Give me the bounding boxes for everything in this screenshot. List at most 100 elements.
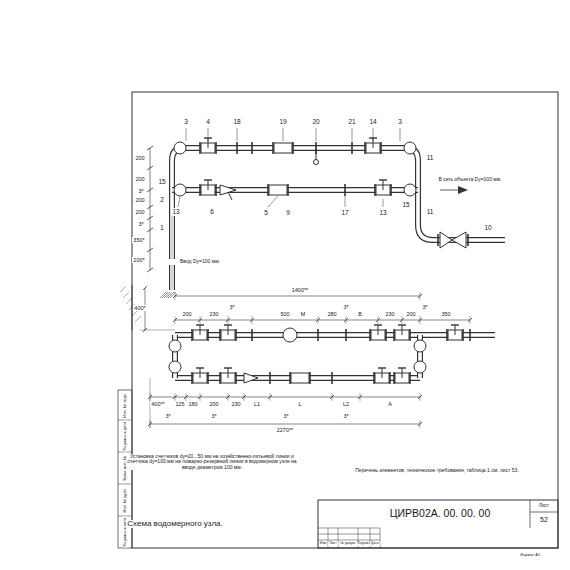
extension-line bbox=[175, 393, 176, 401]
flange bbox=[344, 184, 346, 196]
centre-line bbox=[172, 210, 173, 290]
extension-line bbox=[175, 316, 176, 324]
dimension-line bbox=[150, 424, 420, 425]
stamp-text: Лист bbox=[328, 542, 338, 546]
margin-text: Подпись и дата bbox=[123, 421, 127, 452]
strainer bbox=[228, 192, 232, 200]
check-valve bbox=[440, 232, 452, 248]
callout-number: 20 bbox=[311, 118, 320, 125]
dimension-text: L1 bbox=[253, 401, 261, 407]
flange bbox=[409, 372, 411, 384]
flow-arrow bbox=[440, 190, 458, 191]
callout-number: 15 bbox=[157, 178, 166, 185]
dimension-text: L bbox=[297, 401, 302, 407]
valve-stem bbox=[228, 368, 229, 378]
flange bbox=[272, 142, 274, 154]
leader-line bbox=[352, 128, 353, 141]
tee-fitting bbox=[414, 340, 426, 352]
flange bbox=[235, 329, 237, 341]
dimension-text: 125 bbox=[174, 401, 185, 407]
margin-text: Инв. № дубл. bbox=[123, 487, 127, 514]
flange bbox=[469, 329, 471, 341]
flange bbox=[446, 329, 448, 341]
wall-hatch bbox=[120, 286, 126, 292]
extension-line bbox=[200, 393, 201, 401]
callout-number: 21 bbox=[347, 118, 356, 125]
callout-number: 6 bbox=[209, 208, 215, 215]
flange bbox=[467, 234, 469, 246]
dimension-tick bbox=[147, 248, 153, 252]
valve-stem bbox=[228, 325, 229, 335]
note-text: Перечень элементов, технические требован… bbox=[319, 468, 556, 474]
sheet-frame bbox=[132, 92, 558, 548]
note-text: Установка счетчиков dy=20...50 мм на хоз… bbox=[126, 454, 298, 471]
tee-fitting bbox=[169, 340, 181, 352]
flange bbox=[251, 142, 253, 154]
callout-number: 11 bbox=[426, 208, 435, 215]
valve-handwheel bbox=[196, 324, 204, 325]
dimension-text: 500 bbox=[279, 311, 290, 317]
stamp-text: Формат А1 bbox=[519, 553, 541, 557]
valve-handwheel bbox=[378, 367, 386, 368]
callout-number: 4 bbox=[205, 118, 211, 125]
callout-number: 1 bbox=[159, 224, 165, 231]
flange bbox=[207, 329, 209, 341]
extension-line bbox=[470, 316, 471, 324]
elbow-fitting bbox=[174, 142, 186, 154]
valve-stem bbox=[208, 180, 209, 190]
water-meter bbox=[274, 143, 292, 153]
dimension-tick bbox=[143, 328, 147, 332]
dimension-text: 230 bbox=[208, 311, 219, 317]
flange bbox=[364, 142, 366, 154]
dimension-text: 3* bbox=[137, 188, 144, 194]
extension-line bbox=[318, 316, 319, 324]
strainer bbox=[220, 185, 236, 195]
valve-handwheel bbox=[374, 324, 382, 325]
flange bbox=[267, 184, 269, 196]
dimension-text: 230 bbox=[384, 311, 395, 317]
margin-text: Взам. инв. № bbox=[123, 455, 127, 482]
valve-handwheel bbox=[451, 324, 459, 325]
wall-hatch bbox=[123, 292, 129, 298]
flange bbox=[380, 142, 382, 154]
drawing-title: Схема водомерного узла. bbox=[126, 520, 223, 529]
dimension-line bbox=[175, 320, 470, 321]
flange bbox=[199, 142, 201, 154]
flange bbox=[219, 329, 221, 341]
flange bbox=[251, 329, 253, 341]
dimension-text: 350* bbox=[132, 237, 145, 243]
valve-handwheel bbox=[224, 324, 232, 325]
flange bbox=[393, 372, 395, 384]
flange bbox=[393, 329, 395, 341]
extension-line bbox=[332, 393, 333, 401]
flange bbox=[235, 372, 237, 384]
stamp-text: Изм bbox=[319, 542, 328, 546]
dimension-tick bbox=[147, 166, 153, 170]
valve-stem bbox=[402, 368, 403, 378]
flange bbox=[215, 142, 217, 154]
dimension-text: 400** bbox=[150, 401, 165, 407]
dimension-text: 200 bbox=[134, 209, 145, 215]
extension-line bbox=[420, 292, 421, 300]
dimension-text: 180 bbox=[187, 401, 198, 407]
leader-line bbox=[208, 128, 209, 141]
flange bbox=[389, 372, 391, 384]
extension-line bbox=[175, 292, 176, 300]
valve-stem bbox=[378, 325, 379, 335]
callout-number: 10 bbox=[483, 224, 492, 231]
flange bbox=[236, 142, 238, 154]
flange bbox=[309, 372, 311, 384]
flange bbox=[409, 329, 411, 341]
flow-arrow bbox=[458, 186, 468, 194]
dimension-text: 200 bbox=[134, 155, 145, 161]
leader-line bbox=[373, 128, 374, 141]
dimension-text: 3* bbox=[282, 413, 289, 419]
leader-line bbox=[345, 196, 346, 207]
valve-handwheel bbox=[204, 179, 212, 180]
tee-fitting bbox=[404, 184, 416, 196]
valve-stem bbox=[455, 325, 456, 335]
leader-line bbox=[400, 128, 401, 141]
dimension-tick bbox=[147, 268, 153, 272]
valve-stem bbox=[200, 325, 201, 335]
extension-line bbox=[420, 420, 421, 428]
